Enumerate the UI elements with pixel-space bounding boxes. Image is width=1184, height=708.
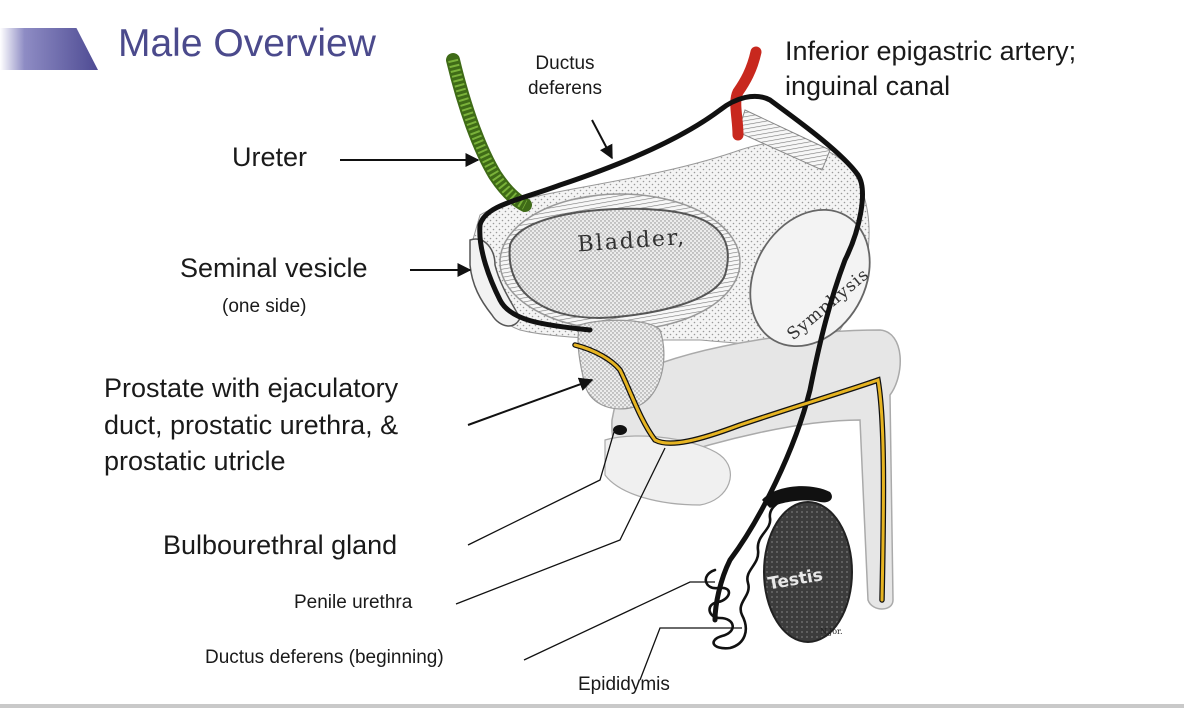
bottom-divider bbox=[0, 704, 1184, 708]
label-ureter: Ureter bbox=[232, 142, 308, 172]
ureter-stripes bbox=[448, 58, 528, 210]
ureter bbox=[446, 53, 532, 212]
inferior-epigastric-artery bbox=[730, 46, 762, 141]
label-epididymis: Epididymis bbox=[578, 674, 670, 695]
bulbourethral-gland-art bbox=[613, 425, 627, 435]
pointer-ductus-top bbox=[591, 119, 613, 160]
pointer-epididymis bbox=[639, 627, 742, 681]
label-penile-urethra: Penile urethra bbox=[294, 592, 413, 613]
pointer-prostate bbox=[467, 377, 594, 426]
slide-title: Male Overview bbox=[118, 22, 376, 65]
artist-signature: N.Jor. bbox=[820, 627, 843, 636]
urethra-fill bbox=[573, 343, 885, 602]
bladder-lumen bbox=[508, 207, 729, 320]
label-prostate: Prostate with ejaculatory duct, prostati… bbox=[104, 373, 399, 477]
epididymis bbox=[704, 490, 792, 650]
ductus-deferens bbox=[477, 93, 865, 623]
label-ductus-deferens-beginning: Ductus deferens (beginning) bbox=[205, 647, 444, 668]
symphysis bbox=[749, 208, 871, 348]
epididymis-head bbox=[762, 486, 832, 508]
testis bbox=[763, 501, 853, 643]
prostate bbox=[577, 319, 665, 410]
pointer-ductus-beginning bbox=[523, 581, 715, 661]
label-seminal-vesicle: Seminal vesicle bbox=[180, 253, 368, 283]
label-inferior-epigastric-artery: Inferior epigastric artery; inguinal can… bbox=[785, 36, 1077, 102]
penile-bulb bbox=[604, 435, 731, 506]
label-seminal-vesicle-note: (one side) bbox=[222, 296, 307, 317]
pointer-bulbourethral bbox=[467, 431, 615, 546]
label-ductus-deferens-top: Ductus deferens bbox=[528, 53, 602, 99]
pointer-penile-urethra bbox=[455, 447, 666, 605]
label-bulbourethral-gland: Bulbourethral gland bbox=[163, 530, 398, 560]
